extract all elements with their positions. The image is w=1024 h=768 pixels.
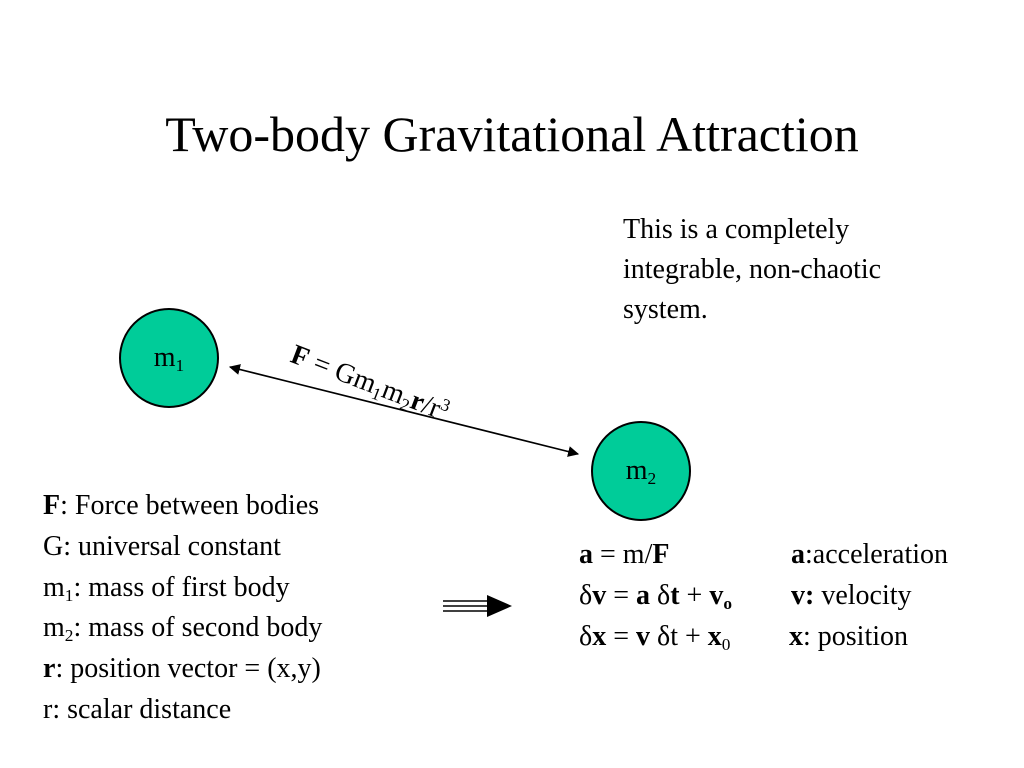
definition-m2: m2: mass of second body [43, 612, 323, 646]
definition-force: F: Force between bodies [43, 490, 320, 521]
acceleration-label: a:acceleration [791, 539, 949, 570]
position-label: x: position [789, 621, 909, 652]
body-m2: m2 [591, 421, 691, 521]
body-m1: m1 [119, 308, 219, 408]
definition-position-vector: r: position vector = (x,y) [43, 653, 321, 685]
body-m2-label: m2 [625, 455, 657, 488]
implies-arrow-icon [443, 595, 512, 617]
body-m1-label: m1 [153, 342, 185, 375]
definition-scalar-distance: r: scalar distance [43, 693, 232, 725]
variable-definitions: F: Force between bodies G: universal con… [43, 486, 322, 731]
velocity-formula: δv = a δt + vo [579, 580, 733, 613]
force-formula: F = Gm1m2r/r3 [286, 338, 454, 425]
acceleration-formula: a = m/F [579, 539, 670, 570]
definition-m1: m1: mass of first body [43, 571, 290, 605]
definition-g: G: universal constant [43, 530, 281, 562]
system-note: This is a completely integrable, non-cha… [623, 214, 882, 325]
velocity-label: v: velocity [791, 580, 912, 611]
slide-title: Two-body Gravitational Attraction [165, 106, 859, 162]
position-formula: δx = v δt + x0 [579, 621, 731, 654]
